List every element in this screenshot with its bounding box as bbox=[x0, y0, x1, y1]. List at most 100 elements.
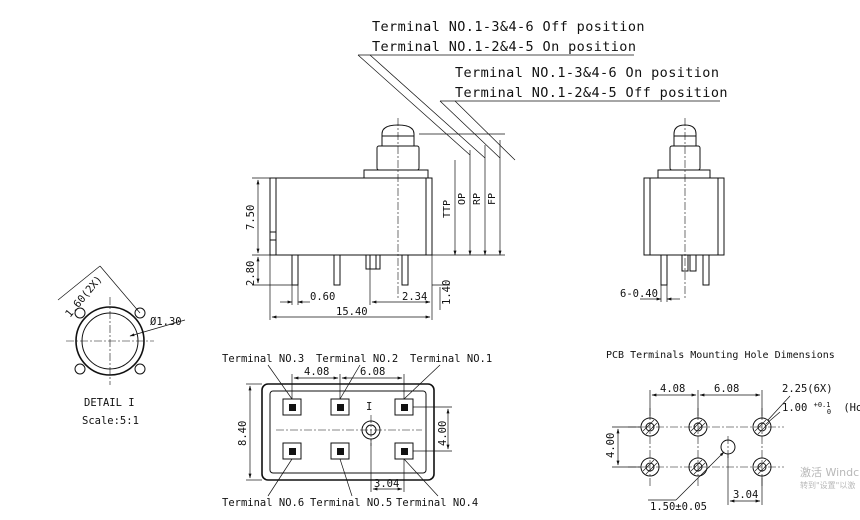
bottom-outer-frame bbox=[261, 383, 435, 481]
op-label: OP bbox=[457, 193, 468, 205]
hatch bbox=[642, 419, 655, 432]
pin bbox=[291, 254, 299, 286]
dim-6-08: 6.08 bbox=[360, 366, 385, 378]
watermark-line-1: 激活 Windc bbox=[800, 466, 860, 479]
label-terminal-4: Terminal NO.4 bbox=[396, 497, 478, 509]
fp-label: FP bbox=[487, 193, 498, 205]
pcb-dim-4-08: 4.08 bbox=[660, 383, 685, 395]
hatch bbox=[690, 419, 703, 432]
leader-line bbox=[267, 458, 293, 497]
terminal-3 bbox=[289, 404, 296, 411]
terminal-6 bbox=[289, 448, 296, 455]
pcb-dim-2-25: 2.25(6X) bbox=[782, 383, 833, 395]
pcb-title: PCB Terminals Mounting Hole Dimensions bbox=[606, 350, 835, 361]
detail-ref-i: I bbox=[366, 401, 372, 413]
label-terminal-3: Terminal NO.3 bbox=[222, 353, 304, 365]
leader-line bbox=[357, 54, 471, 156]
pcb-dim-6-08: 6.08 bbox=[714, 383, 739, 395]
top-step bbox=[363, 169, 429, 178]
hatch bbox=[693, 462, 706, 475]
leader-line bbox=[403, 364, 441, 400]
bottom-inner-frame bbox=[269, 390, 427, 474]
pin bbox=[401, 254, 409, 286]
detail-lobe bbox=[74, 307, 86, 319]
detail-view: 1.60(2X) Ø1.30 DETAIL I Scale:5:1 bbox=[57, 265, 186, 427]
detail-lobe bbox=[134, 363, 146, 375]
terminal-2 bbox=[337, 404, 344, 411]
leader-line bbox=[129, 319, 186, 337]
end-view: 6-0.40 bbox=[620, 118, 725, 302]
leader-line bbox=[454, 100, 516, 161]
end-body bbox=[643, 177, 725, 256]
hole-tol-upper: +0.1 bbox=[814, 401, 831, 409]
hatch bbox=[754, 419, 767, 432]
detail-lobe bbox=[134, 307, 146, 319]
callout-off-2: Terminal NO.1-2&4-5 Off position bbox=[455, 85, 728, 101]
hatch bbox=[693, 422, 706, 435]
pin bbox=[333, 254, 341, 286]
leader-line bbox=[369, 54, 486, 159]
leader-line bbox=[765, 411, 781, 425]
leader-line bbox=[339, 458, 353, 497]
pin bbox=[369, 254, 377, 270]
hatch bbox=[757, 422, 770, 435]
dim-1-60-2x: 1.60(2X) bbox=[63, 273, 105, 319]
hatch bbox=[642, 459, 655, 472]
leader-line bbox=[675, 451, 725, 501]
callout-off-1: Terminal NO.1-3&4-6 Off position bbox=[372, 19, 645, 35]
detail-title: DETAIL I bbox=[84, 397, 135, 409]
dim-6-040: 6-0.40 bbox=[620, 288, 658, 300]
side-view: TTP OP RP FP 7.50 2.80 0.60 2.34 1.40 15… bbox=[245, 118, 505, 320]
hatch bbox=[645, 462, 658, 475]
hatch bbox=[757, 462, 770, 475]
side-notch bbox=[269, 231, 277, 241]
leader-line bbox=[57, 265, 101, 301]
label-terminal-5: Terminal NO.5 bbox=[310, 497, 392, 509]
dim-3-04: 3.04 bbox=[374, 478, 399, 490]
leader-line bbox=[439, 100, 501, 159]
detail-lobe bbox=[74, 363, 86, 375]
detail-scale: Scale:5:1 bbox=[82, 415, 139, 427]
dim-8-40: 8.40 bbox=[237, 421, 249, 446]
leader-line bbox=[339, 364, 361, 400]
callout-on-2: Terminal NO.1-3&4-6 On position bbox=[455, 65, 719, 81]
top-step bbox=[657, 169, 711, 178]
pcb-dim-1-50: 1.50±0.05 bbox=[650, 501, 707, 513]
dim-4-08: 4.08 bbox=[304, 366, 329, 378]
switch-body bbox=[269, 177, 433, 256]
leader-line bbox=[99, 265, 141, 314]
label-terminal-1: Terminal NO.1 bbox=[410, 353, 492, 365]
dim-4-00: 4.00 bbox=[437, 421, 449, 446]
dim-7-50: 7.50 bbox=[245, 205, 257, 230]
pin bbox=[689, 254, 697, 272]
pcb-dim-4-00: 4.00 bbox=[605, 433, 617, 458]
hatch bbox=[754, 459, 767, 472]
pin-stub bbox=[365, 254, 381, 270]
terminal-4 bbox=[401, 448, 408, 455]
terminal-5 bbox=[337, 448, 344, 455]
dim-2-80: 2.80 bbox=[245, 261, 257, 286]
terminal-1 bbox=[401, 404, 408, 411]
callout-on-1: Terminal NO.1-2&4-5 On position bbox=[372, 39, 636, 55]
pcb-dim-3-04: 3.04 bbox=[733, 489, 758, 501]
hatch bbox=[645, 422, 658, 435]
label-terminal-2: Terminal NO.2 bbox=[316, 353, 398, 365]
pcb-pad-hatching bbox=[642, 419, 770, 475]
dim-2-34: 2.34 bbox=[402, 291, 427, 303]
hole-base: 1.00 bbox=[782, 402, 807, 414]
dim-0-60: 0.60 bbox=[310, 291, 335, 303]
ttp-label: TTP bbox=[442, 200, 453, 218]
pin bbox=[681, 254, 689, 272]
rp-label: RP bbox=[472, 193, 483, 205]
label-terminal-6: Terminal NO.6 bbox=[222, 497, 304, 509]
leader-line bbox=[767, 395, 791, 421]
pin bbox=[702, 254, 710, 286]
dim-phi-1-30: Ø1.30 bbox=[150, 316, 182, 328]
hole-tol-lower: 0 bbox=[827, 408, 831, 416]
pcb-hole-size: 1.00 +0.1 0 (Hole) bbox=[782, 398, 860, 417]
hatch bbox=[690, 459, 703, 472]
dim-15-40: 15.40 bbox=[336, 306, 368, 318]
watermark-line-2: 转到"设置"以激 bbox=[800, 481, 856, 490]
leader-line bbox=[267, 364, 293, 400]
